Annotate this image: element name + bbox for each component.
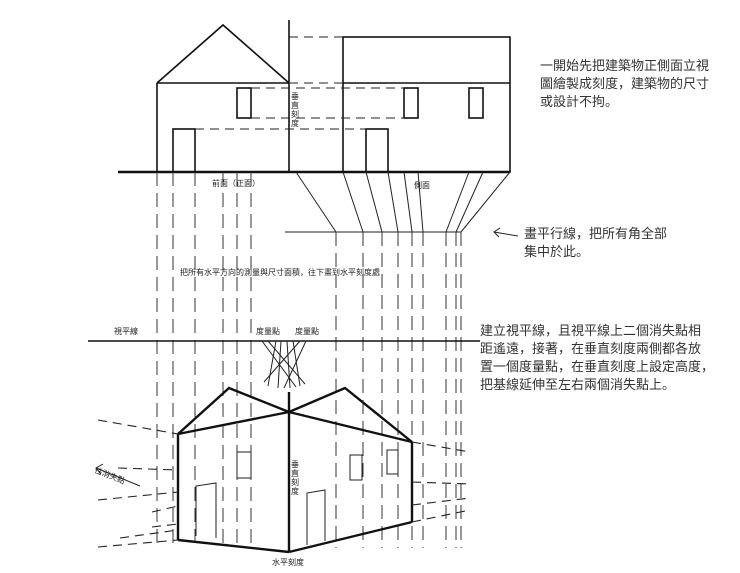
front-roof [156, 23, 290, 84]
svg-text:把基線延伸至左右兩個消失點上。: 把基線延伸至左右兩個消失點上。 [480, 377, 675, 393]
svg-text:圖繪製成刻度，建築物的尺寸: 圖繪製成刻度，建築物的尺寸 [540, 76, 709, 92]
vertical-drop-lines [156, 172, 462, 548]
perspective-house [97, 386, 471, 554]
height-projection-lines [195, 36, 404, 130]
svg-text:距遙遠，接著，在垂直刻度兩側都各放: 距遙遠，接著，在垂直刻度兩側都各放 [480, 341, 701, 357]
svg-text:一開始先把建築物正側面立視: 一開始先把建築物正側面立視 [540, 59, 709, 74]
side-wall [342, 36, 511, 173]
svg-text:直: 直 [291, 468, 299, 478]
side-door [365, 128, 389, 173]
vertical-scale-top-label: 垂 直 刻 度 [291, 91, 299, 128]
side-label: 側面 [414, 180, 430, 190]
side-window-2 [468, 87, 484, 119]
measure-point-rays [261, 340, 307, 389]
svg-text:或設計不拘。: 或設計不拘。 [540, 94, 618, 110]
svg-text:置一個度量點，在垂直刻度上設定高度，: 置一個度量點，在垂直刻度上設定高度， [480, 359, 714, 375]
svg-text:直: 直 [291, 100, 299, 110]
svg-text:垂: 垂 [291, 459, 299, 469]
svg-text:畫平行線，把所有角全部: 畫平行線，把所有角全部 [524, 226, 667, 242]
measure-point-left-label: 度量點 [256, 326, 280, 336]
measure-point-right-label: 度量點 [295, 326, 319, 336]
horizontal-scale-label: 水平刻度 [272, 557, 304, 567]
note-horizon: 建立視平線，且視平線上二個消失點相 距遙遠，接著，在垂直刻度兩側都各放 置一個度… [480, 323, 714, 393]
diagonal-transfer-lines [285, 171, 511, 233]
svg-text:集中於此。: 集中於此。 [524, 244, 589, 260]
svg-text:度: 度 [291, 486, 299, 496]
horizon-label: 視平線 [114, 326, 138, 336]
front-door [172, 128, 196, 173]
front-elevation [118, 20, 510, 174]
svg-text:刻: 刻 [291, 477, 299, 487]
arrow-left-icon [493, 227, 519, 238]
note-elevation: 一開始先把建築物正側面立視 圖繪製成刻度，建築物的尺寸 或設計不拘。 [540, 59, 709, 110]
note-parallel: 畫平行線，把所有角全部 集中於此。 [524, 226, 667, 260]
front-window [236, 87, 252, 119]
side-window-1 [403, 87, 419, 119]
front-label: 前面（正面） [212, 178, 260, 188]
vanishing-arrow [95, 463, 141, 487]
transfer-label: 把所有水平方向的測量與尺寸面積，往下畫到水平刻度處 [180, 267, 380, 277]
vertical-scale-bottom-label: 垂 直 刻 度 [291, 459, 299, 496]
svg-text:度: 度 [291, 118, 299, 128]
svg-text:建立視平線，且視平線上二個消失點相: 建立視平線，且視平線上二個消失點相 [480, 323, 701, 339]
svg-text:垂: 垂 [291, 91, 299, 101]
svg-text:刻: 刻 [291, 109, 299, 119]
side-elevation [342, 36, 511, 173]
